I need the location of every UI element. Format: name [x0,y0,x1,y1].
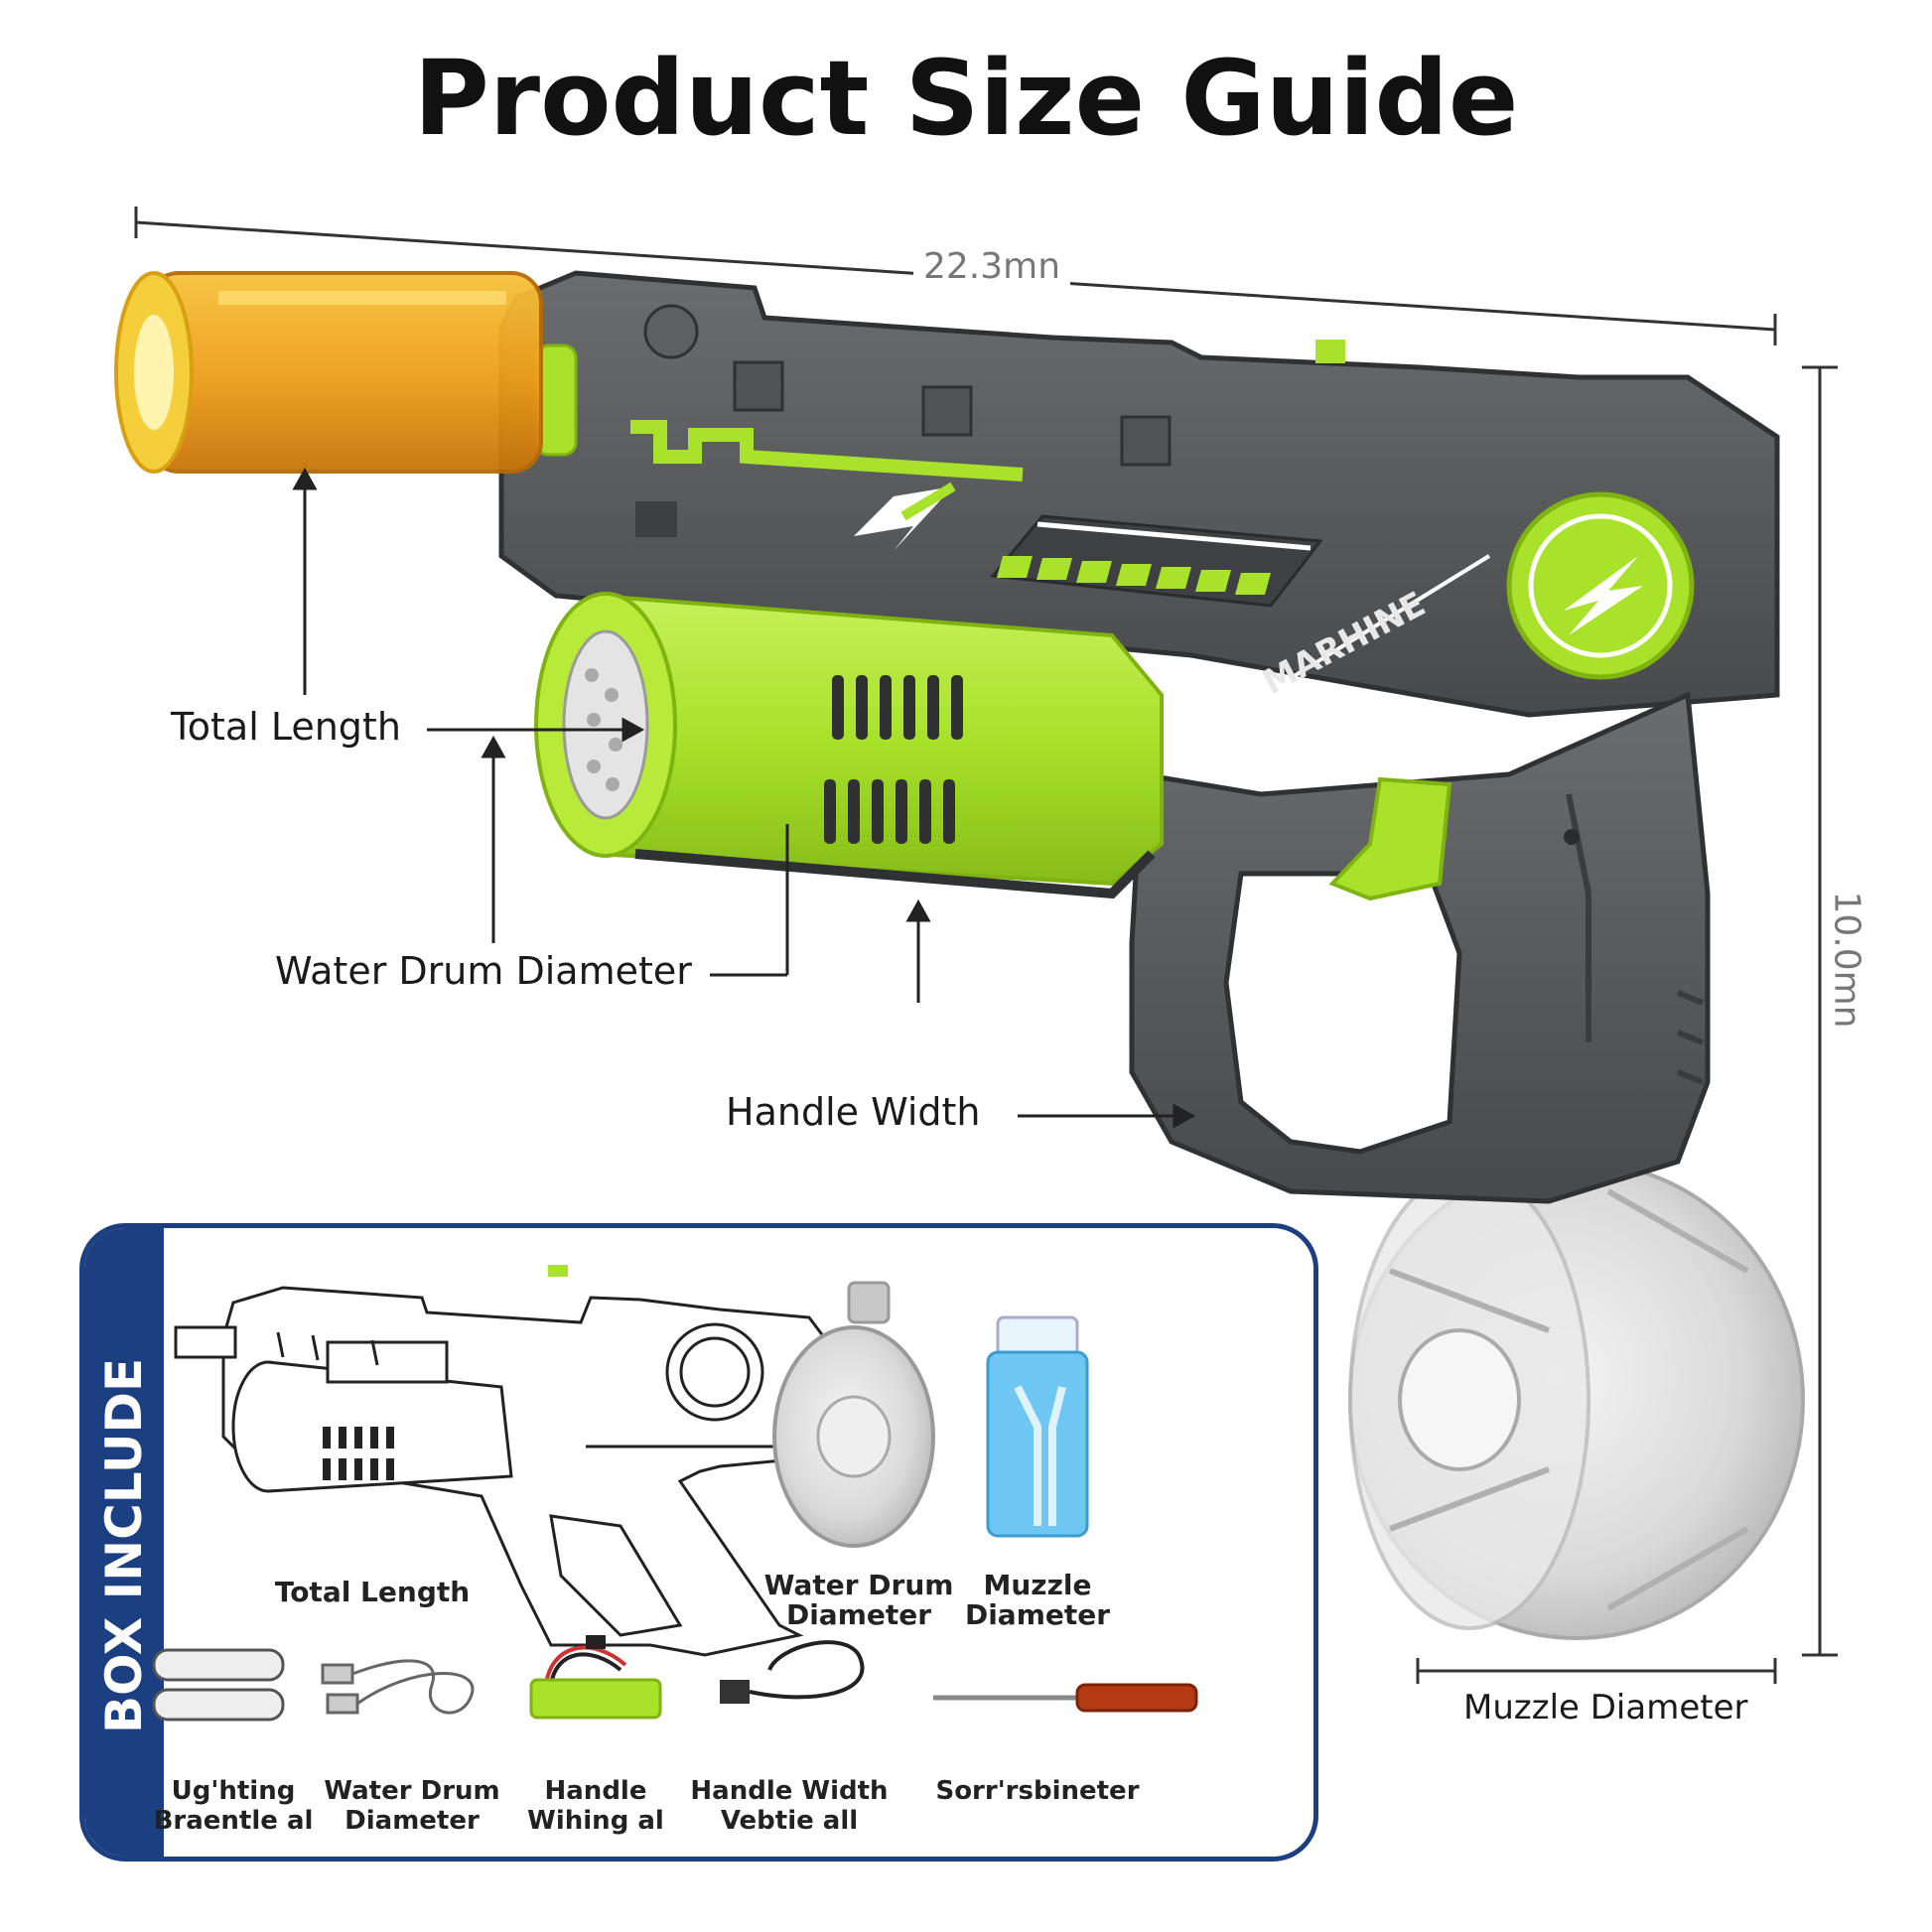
box-contents-illustration [152,1265,1198,1722]
page-title: Product Size Guide [413,38,1519,159]
blaster-body: MARHINE [498,270,1780,1204]
accessory-label-2: Water Drum Diameter [308,1776,516,1836]
accessory-label-3-line2: Wihing al [527,1806,664,1836]
muzzle-dimension-line [1416,1658,1777,1684]
box-label-muzzle: Muzzle Diameter [958,1571,1117,1630]
box-include-band: BOX INCLUDE [84,1228,164,1857]
length-dimension-text: 22.3mn [913,246,1071,287]
accessory-label-2-line2: Diameter [345,1806,480,1836]
box-label-muzzle-line1: Muzzle [983,1569,1092,1601]
accessory-label-3-line1: Handle [544,1776,647,1806]
accessory-clips [152,1648,285,1722]
accessory-label-2-line1: Water Drum [324,1776,500,1806]
callout-muzzle-diameter: Muzzle Diameter [1463,1688,1748,1727]
accessory-label-1: Ug'hting Braentle al [144,1776,323,1836]
accessory-label-1-line1: Ug'hting [171,1776,296,1806]
accessory-label-4-line1: Handle Width [690,1776,889,1806]
accessory-label-5-line1: Sorr'rsbineter [935,1776,1140,1806]
box-include-panel: BOX INCLUDE [79,1223,1318,1862]
height-dimension-text: 10.0mn [1826,891,1867,1029]
box-label-water-drum-line1: Water Drum [763,1569,954,1601]
callout-total-length: Total Length [171,705,401,749]
accessory-cable [321,1659,475,1715]
box-label-water-drum-line2: Diameter [785,1598,932,1631]
bottle-item [986,1315,1089,1538]
height-dimension-line [1802,365,1838,1657]
water-drum [1348,1160,1805,1640]
accessory-label-4-line2: Vebtie all [720,1806,859,1836]
accessory-label-5: Sorr'rsbineter [918,1776,1157,1806]
muzzle [114,271,578,474]
callout-handle-width: Handle Width [726,1090,981,1134]
accessory-label-3: Handle Wihing al [511,1776,680,1836]
accessory-label-4: Handle Width Vebtie all [680,1776,898,1836]
accessory-battery [529,1635,662,1720]
drum-item [772,1281,935,1548]
accessory-charger [720,1640,865,1704]
water-tank [534,592,1164,899]
callout-leaders [292,467,1196,1129]
box-label-muzzle-line2: Diameter [964,1598,1111,1631]
accessory-label-1-line2: Braentle al [153,1806,314,1836]
callout-water-drum-diameter: Water Drum Diameter [275,949,692,993]
box-label-total-length: Total Length [274,1576,471,1608]
accessory-screwdriver [933,1683,1198,1713]
box-label-water-drum: Water Drum Diameter [750,1571,968,1630]
